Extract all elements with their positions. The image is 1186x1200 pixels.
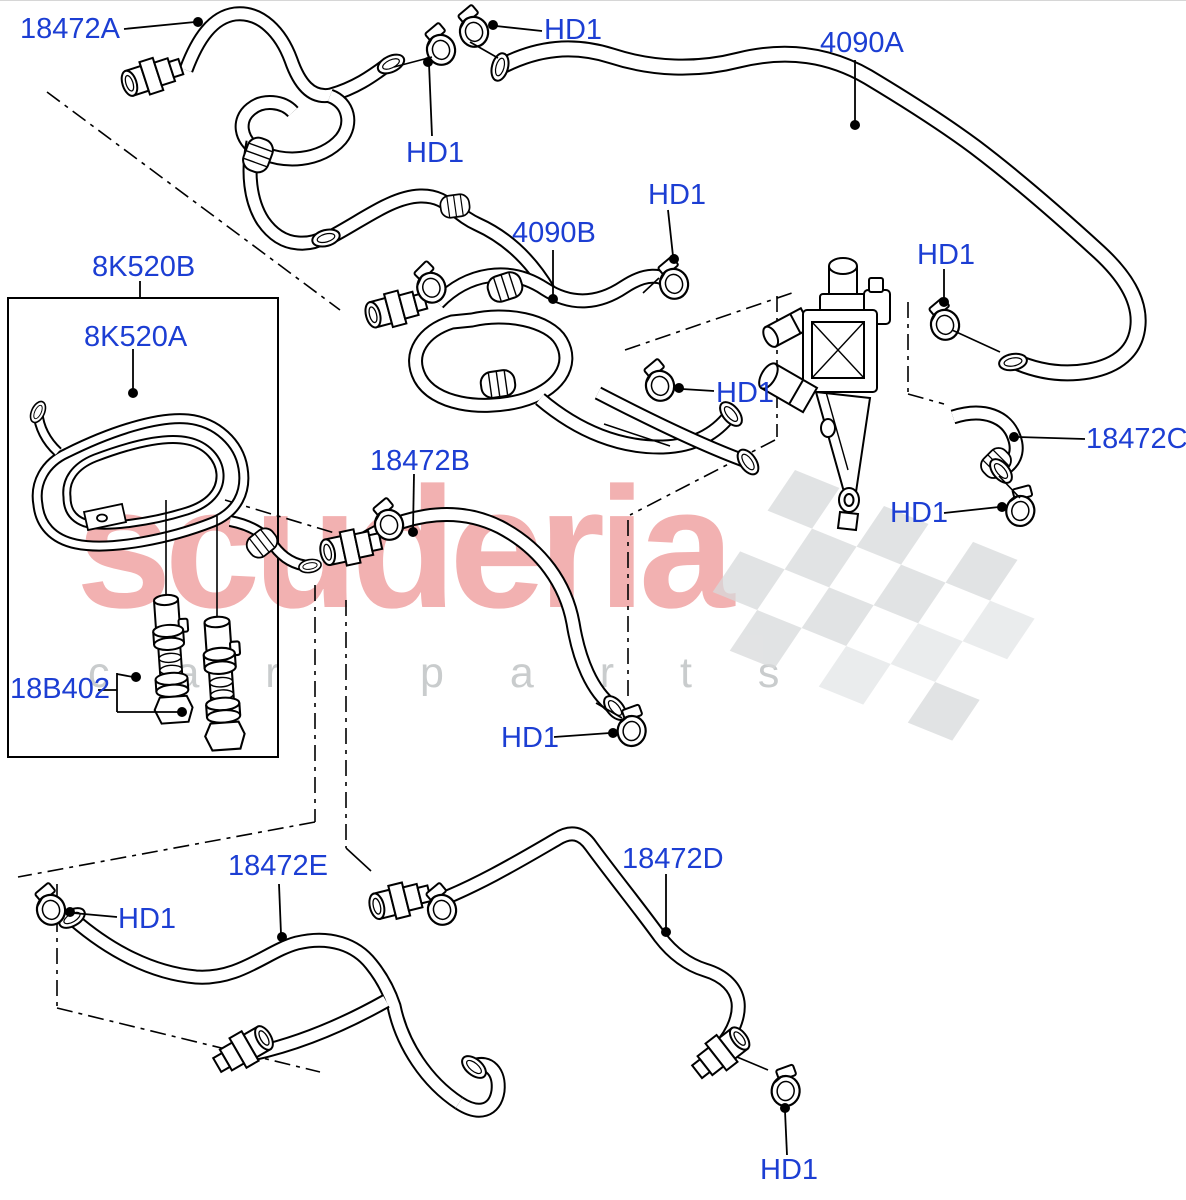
- hose-18472E: [68, 913, 464, 1110]
- pipe-8K520A-outer: [33, 415, 248, 550]
- part-label-18472D[interactable]: 18472D: [622, 843, 724, 875]
- part-label-18472A[interactable]: 18472A: [20, 13, 120, 45]
- hose-18472D: [430, 828, 744, 1058]
- part-label-4090B[interactable]: 4090B: [512, 217, 596, 249]
- pipe-8K520A-inner: [64, 437, 223, 528]
- clamp-hd1: [1002, 480, 1040, 530]
- hose-open-end: [487, 50, 513, 84]
- part-label-hd1-8[interactable]: HD1: [118, 903, 177, 935]
- part-label-hd1-6[interactable]: HD1: [890, 497, 949, 529]
- hose-18472E: [69, 914, 463, 1108]
- leader-dots: [65, 17, 1019, 1113]
- hose-cluster-arm2: [595, 388, 747, 466]
- quick-connect-18472E: [207, 1018, 280, 1081]
- pointer-lines: [393, 41, 1021, 1071]
- quick-connect-18472D-left: [364, 875, 435, 926]
- watermark-brand-text: scuderia: [76, 452, 734, 644]
- part-label-hd1-3[interactable]: HD1: [648, 179, 707, 211]
- part-label-18B402[interactable]: 18B402: [10, 673, 110, 705]
- part-label-hd1-4[interactable]: HD1: [917, 239, 976, 271]
- hose-open-end: [457, 1050, 491, 1084]
- hose-18472B: [349, 509, 617, 712]
- connector-18B402-left: [145, 592, 196, 726]
- construction-lines: [17, 91, 945, 1073]
- clamp-hd1: [769, 1061, 804, 1109]
- part-label-hd1-2[interactable]: HD1: [406, 137, 465, 169]
- part-label-18472E[interactable]: 18472E: [228, 850, 328, 882]
- connector-18B402-right: [195, 614, 248, 753]
- part-label-8K520B[interactable]: 8K520B: [92, 251, 196, 283]
- part-label-18472C[interactable]: 18472C: [1086, 423, 1186, 455]
- hose-4090A: [496, 42, 1145, 380]
- ribbed-sleeve: [478, 367, 518, 401]
- quick-connect-18472A: [116, 49, 188, 103]
- clamp-hd1: [638, 354, 679, 406]
- hose-18472E-curl: [456, 1059, 504, 1116]
- quick-connect-18472D-right: [685, 1019, 757, 1087]
- page-top-divider: [0, 0, 1186, 1]
- hose-open-end: [26, 398, 50, 426]
- part-label-hd1-7[interactable]: HD1: [501, 722, 560, 754]
- ribbed-sleeve: [438, 192, 472, 220]
- part-label-18472B[interactable]: 18472B: [370, 445, 470, 477]
- pipe-bracket: [82, 502, 128, 532]
- hose-18472A-upper: [180, 8, 391, 102]
- part-label-8K520A[interactable]: 8K520A: [84, 321, 188, 353]
- leader-lines: [72, 21, 1086, 1156]
- connector-drop-lines: [165, 500, 218, 616]
- hose-cluster-arm1: [536, 394, 735, 453]
- part-label-hd1-9[interactable]: HD1: [760, 1154, 819, 1186]
- hose-open-end: [309, 225, 343, 251]
- part-label-hd1-5[interactable]: HD1: [716, 377, 775, 409]
- kit-box-8K520B: [7, 297, 279, 758]
- part-label-hd1-1[interactable]: HD1: [544, 14, 603, 46]
- part-label-4090A[interactable]: 4090A: [820, 27, 904, 59]
- checkered-flag-watermark: [712, 470, 1035, 741]
- hose-4090B: [434, 269, 678, 307]
- hose-cluster-loop: [410, 311, 572, 411]
- valve-assembly: [758, 257, 891, 532]
